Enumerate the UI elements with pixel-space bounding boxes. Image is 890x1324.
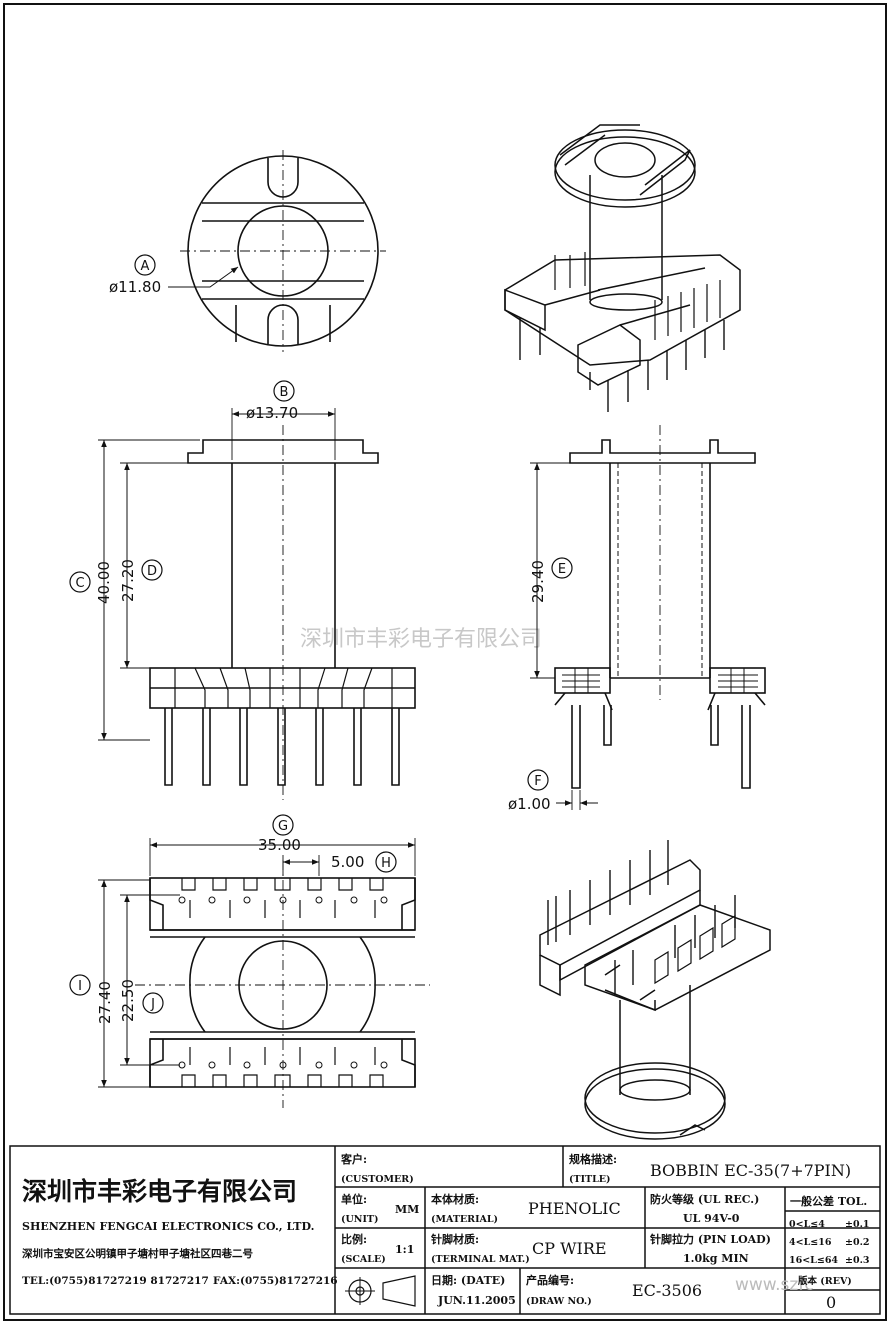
bottom-view xyxy=(135,860,430,1108)
flame-label: 防火等级 (UL REC.) xyxy=(650,1192,759,1206)
dimension-e: 29.40 E xyxy=(529,462,573,679)
front-view xyxy=(149,425,416,800)
title-value: BOBBIN EC-35(7+7PIN) xyxy=(650,1161,851,1180)
dimension-j: 22.50 J xyxy=(119,894,180,1066)
site-watermark: www.szfc xyxy=(735,1275,814,1295)
drawno-label: 产品编号: xyxy=(526,1273,574,1287)
dimension-c: 40.00 C xyxy=(69,439,200,741)
dim-i-value: 27.40 xyxy=(96,981,114,1024)
watermark-text: 深圳市丰彩电子有限公司 xyxy=(300,627,542,652)
tol-range-2: 4<L≤16 xyxy=(789,1237,832,1248)
unit-label: 单位: xyxy=(341,1192,367,1206)
pinload-value: 1.0kg MIN xyxy=(683,1252,749,1265)
dim-j-value: 22.50 xyxy=(119,979,137,1022)
dimension-d: 27.20 D xyxy=(119,462,230,669)
tolerance-label: 一般公差 TOL. xyxy=(790,1194,867,1208)
dim-b-value: ø13.70 xyxy=(246,404,298,422)
tol-range-1: 0<L≤4 xyxy=(789,1219,825,1230)
tol-value-3: ±0.3 xyxy=(845,1255,870,1266)
company-address: 深圳市宝安区公明镇甲子塘村甲子塘社区四巷二号 xyxy=(22,1247,253,1260)
title-label-en: (TITLE) xyxy=(569,1174,611,1185)
unit-label-en: (UNIT) xyxy=(341,1214,378,1225)
pinload-label: 针脚拉力 (PIN LOAD) xyxy=(650,1232,771,1246)
dim-c-value: 40.00 xyxy=(95,561,113,604)
tol-range-3: 16<L≤64 xyxy=(789,1255,838,1266)
dim-d-value: 27.20 xyxy=(119,559,137,602)
dimension-a: A ø11.80 xyxy=(109,254,239,296)
isometric-view-upper xyxy=(504,124,741,412)
title-label: 规格描述: xyxy=(569,1152,617,1166)
drawno-value: EC-3506 xyxy=(632,1281,702,1300)
company-name-cn: 深圳市丰彩电子有限公司 xyxy=(22,1177,297,1206)
badge-i: I xyxy=(78,979,82,994)
material-value: PHENOLIC xyxy=(528,1199,621,1218)
company-tel: TEL:(0755)81727219 81727217 xyxy=(22,1275,209,1287)
unit-value: MM xyxy=(395,1203,419,1216)
terminal-value: CP WIRE xyxy=(532,1239,607,1258)
material-label-en: (MATERIAL) xyxy=(431,1214,498,1225)
badge-j: J xyxy=(150,997,155,1012)
badge-a: A xyxy=(141,259,150,274)
flame-value: UL 94V-0 xyxy=(683,1212,740,1225)
dimension-b: B ø13.70 xyxy=(231,380,336,460)
terminal-label: 针脚材质: xyxy=(431,1232,479,1246)
date-label: 日期: (DATE) xyxy=(431,1273,505,1287)
customer-label-en: (CUSTOMER) xyxy=(341,1174,414,1185)
dimension-f: F ø1.00 xyxy=(508,769,598,813)
customer-label: 客户: xyxy=(340,1152,367,1166)
dimension-h: 5.00 H xyxy=(282,851,397,876)
title-block xyxy=(9,1145,881,1315)
scale-label: 比例: xyxy=(341,1232,367,1246)
rev-value: 0 xyxy=(826,1293,836,1312)
drawing-border xyxy=(3,3,887,1321)
dim-h-value: 5.00 xyxy=(331,853,364,871)
side-view xyxy=(554,425,766,789)
dim-e-value: 29.40 xyxy=(529,560,547,603)
company-name-en: SHENZHEN FENGCAI ELECTRONICS CO., LTD. xyxy=(22,1220,314,1233)
badge-f: F xyxy=(534,774,541,789)
dimension-i: 27.40 I xyxy=(69,879,150,1088)
tol-value-1: ±0.1 xyxy=(845,1219,870,1230)
dimension-g: G 35.00 xyxy=(149,814,416,876)
badge-d: D xyxy=(147,564,157,579)
badge-g: G xyxy=(278,819,288,834)
badge-e: E xyxy=(558,562,566,577)
badge-c: C xyxy=(75,576,84,591)
terminal-label-en: (TERMINAL MAT.) xyxy=(431,1254,530,1265)
date-value: JUN.11.2005 xyxy=(437,1294,516,1307)
rev-label: 版本 (REV) xyxy=(797,1275,852,1287)
company-fax: FAX:(0755)81727216 xyxy=(213,1275,338,1287)
drawno-label-en: (DRAW NO.) xyxy=(526,1296,592,1307)
scale-value: 1:1 xyxy=(395,1243,414,1256)
top-view xyxy=(180,150,386,352)
scale-label-en: (SCALE) xyxy=(341,1254,386,1265)
dim-g-value: 35.00 xyxy=(258,836,301,854)
badge-h: H xyxy=(381,856,391,871)
dim-f-value: ø1.00 xyxy=(508,795,551,813)
material-label: 本体材质: xyxy=(431,1192,479,1206)
tol-value-2: ±0.2 xyxy=(845,1237,870,1248)
isometric-view-lower xyxy=(539,840,771,1140)
badge-b: B xyxy=(280,385,289,400)
dim-a-value: ø11.80 xyxy=(109,278,161,296)
